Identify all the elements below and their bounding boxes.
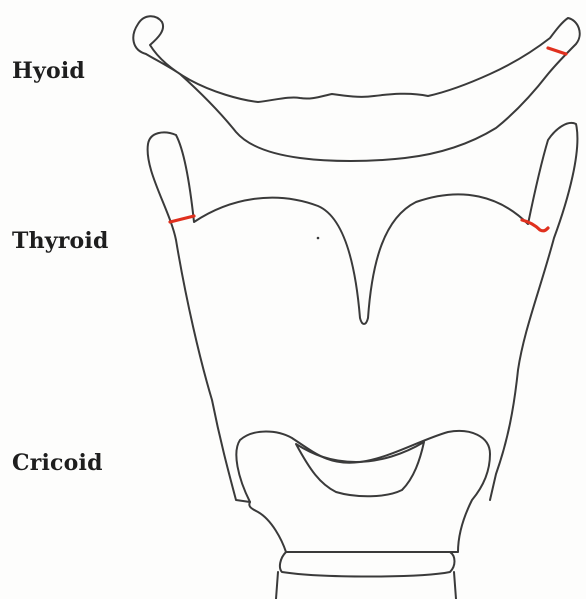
- cricoid-inner-lamina: [296, 442, 424, 496]
- thyroid-right-fracture-mark: [522, 220, 548, 231]
- thyroid-left-fracture-mark: [170, 216, 194, 222]
- thyroid-cartilage: [148, 123, 578, 502]
- label-hyoid: Hyoid: [12, 58, 85, 84]
- trachea-ring: [280, 552, 455, 577]
- hyoid-fracture-mark: [548, 48, 566, 54]
- cricoid-cartilage: [236, 431, 490, 552]
- label-thyroid: Thyroid: [12, 228, 109, 254]
- hyoid-bone: [133, 16, 579, 161]
- label-cricoid: Cricoid: [12, 450, 103, 476]
- surface-dot: [317, 237, 320, 240]
